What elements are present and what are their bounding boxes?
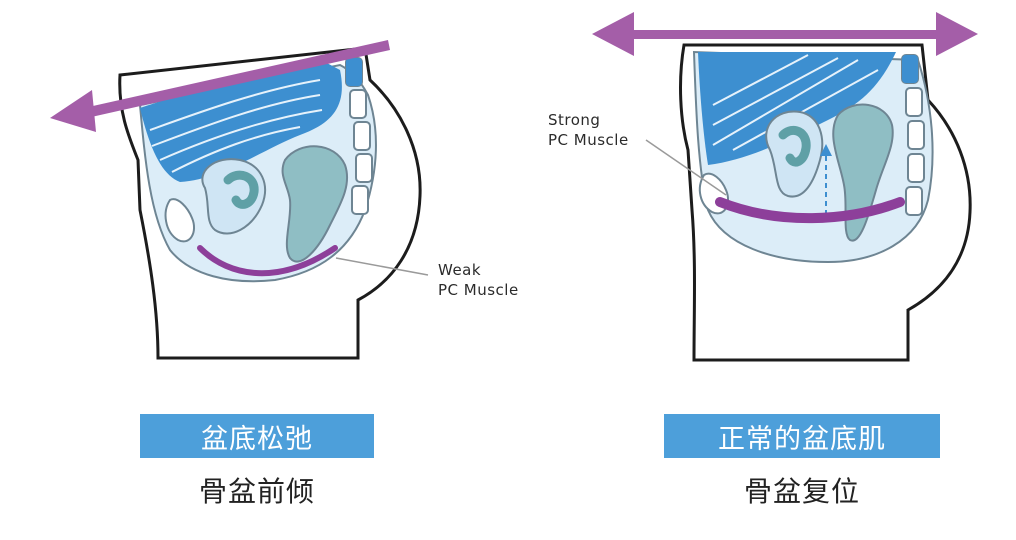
weak-label-line2: PC Muscle [438, 281, 519, 299]
pelvis-tilted-illustration [50, 40, 429, 360]
abdominal-organs [140, 62, 342, 182]
weak-muscle-label: Weak PC Muscle [438, 260, 519, 300]
condition-banner-left: 盆底松弛 [140, 414, 374, 458]
rectum [281, 145, 349, 263]
weak-label-line1: Weak [438, 261, 482, 279]
condition-caption-right: 骨盆复位 [743, 475, 860, 508]
uterus [778, 126, 811, 167]
weak-pc-muscle [197, 245, 338, 277]
uterus [223, 170, 259, 209]
left-panel: Weak PC Muscle 盆底松弛 骨盆前倾 [50, 40, 518, 508]
strong-label-line2: PC Muscle [548, 131, 629, 149]
condition-banner-right: 正常的盆底肌 [664, 414, 940, 458]
callout-leader-line [335, 257, 429, 276]
callout-leader-line [645, 139, 727, 196]
strong-pc-muscle [715, 197, 905, 224]
double-headed-arrow-icon [50, 40, 390, 132]
pelvis-normal-illustration [592, 12, 978, 362]
abdominal-organs [698, 52, 896, 165]
abdominal-flow-arrows [149, 79, 323, 173]
double-headed-arrow-icon [592, 12, 978, 56]
strong-muscle-label: Strong PC Muscle [548, 110, 629, 150]
abdominal-flow-arrows [712, 54, 879, 151]
strong-label-line1: Strong [548, 111, 601, 129]
condition-caption-left: 骨盆前倾 [198, 475, 315, 508]
rectum [832, 103, 894, 242]
right-panel: Strong PC Muscle 正常的盆底肌 骨盆复位 [508, 0, 1016, 540]
pubic-bone [164, 198, 196, 243]
